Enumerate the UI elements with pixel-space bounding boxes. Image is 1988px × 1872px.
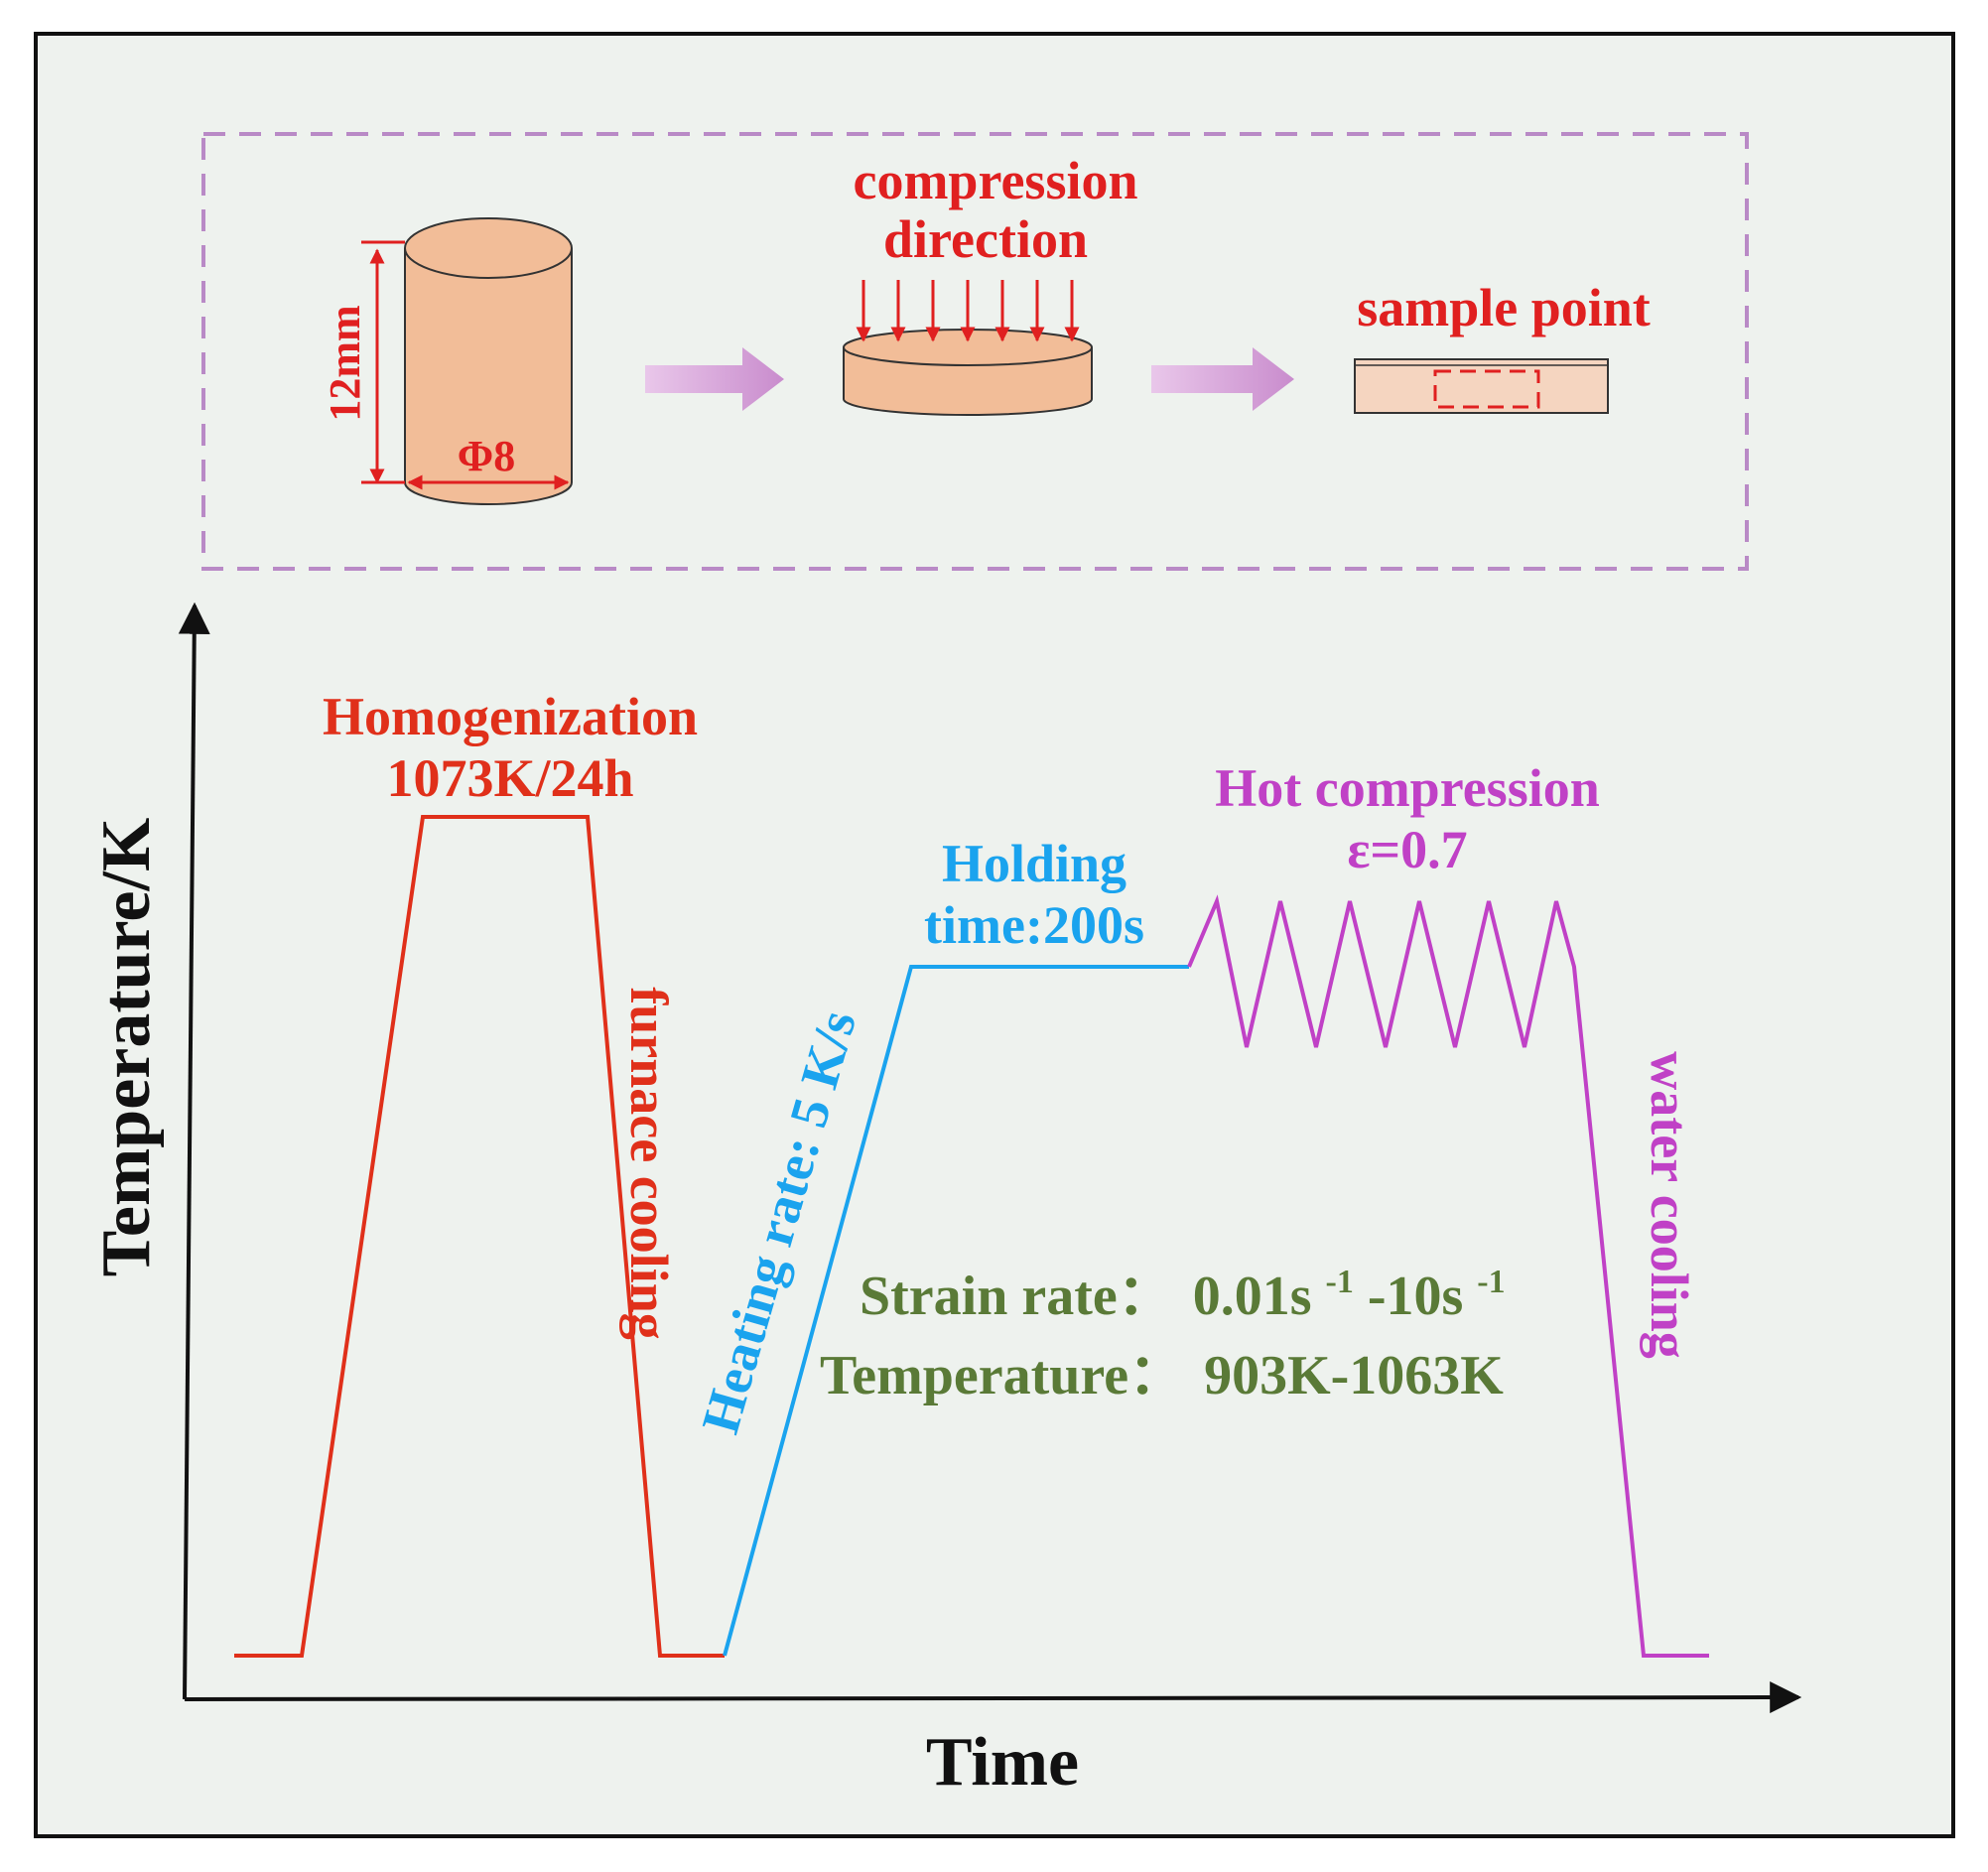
strain-label: ε=0.7	[1347, 820, 1467, 879]
compression-arrows	[856, 280, 1080, 342]
homogenization-curve	[234, 815, 725, 1658]
x-axis-label: Time	[926, 1724, 1079, 1801]
strain-rate-high-exponent: -1	[1477, 1264, 1505, 1300]
sample-schematic: 12mm Φ8 compression direction	[201, 132, 1749, 571]
temperature-range-text: Temperature： 903K-1063K	[820, 1345, 1504, 1406]
holding-label: Holding	[942, 834, 1127, 893]
compressed-disk	[843, 329, 1093, 416]
water-cooling-label: water cooling	[1640, 1051, 1699, 1358]
homogenization-condition: 1073K/24h	[386, 748, 633, 808]
sample-point-label: sample point	[1357, 278, 1651, 337]
height-label: 12mm	[321, 305, 369, 421]
flow-arrow-2	[1151, 347, 1294, 411]
strain-rate-text: Strain rate： 0.01s -1 -10s -1	[860, 1244, 1506, 1327]
compression-direction-line2: direction	[883, 209, 1088, 269]
holding-time-label: time:200s	[924, 895, 1144, 955]
compression-direction-line1: compression	[853, 151, 1137, 210]
y-axis-label: Temperature/K	[88, 818, 165, 1277]
sliced-sample	[1354, 358, 1609, 414]
hot-compression-label: Hot compression	[1215, 758, 1600, 818]
strain-rate-low: 0.01s	[1193, 1266, 1312, 1327]
furnace-cooling-label: furnace cooling	[619, 987, 679, 1339]
heating-holding-curve	[723, 965, 1189, 1657]
y-axis	[178, 602, 210, 1700]
sample-point-marker	[1433, 369, 1540, 409]
x-axis	[184, 1681, 1802, 1714]
diameter-label: Φ8	[458, 432, 515, 480]
strain-rate-label: Strain rate：	[860, 1266, 1173, 1327]
temperature-range-value: 903K-1063K	[1204, 1345, 1504, 1406]
homogenization-label: Homogenization	[323, 687, 698, 746]
cylinder-specimen	[404, 217, 573, 505]
strain-rate-low-exponent: -1	[1326, 1264, 1354, 1300]
hot-compression-curve	[1187, 894, 1709, 1658]
flow-arrow-1	[645, 347, 784, 411]
schematic-dashed-box	[201, 132, 1749, 571]
strain-rate-high: -10s	[1368, 1266, 1463, 1327]
temperature-range-label: Temperature：	[820, 1345, 1184, 1406]
